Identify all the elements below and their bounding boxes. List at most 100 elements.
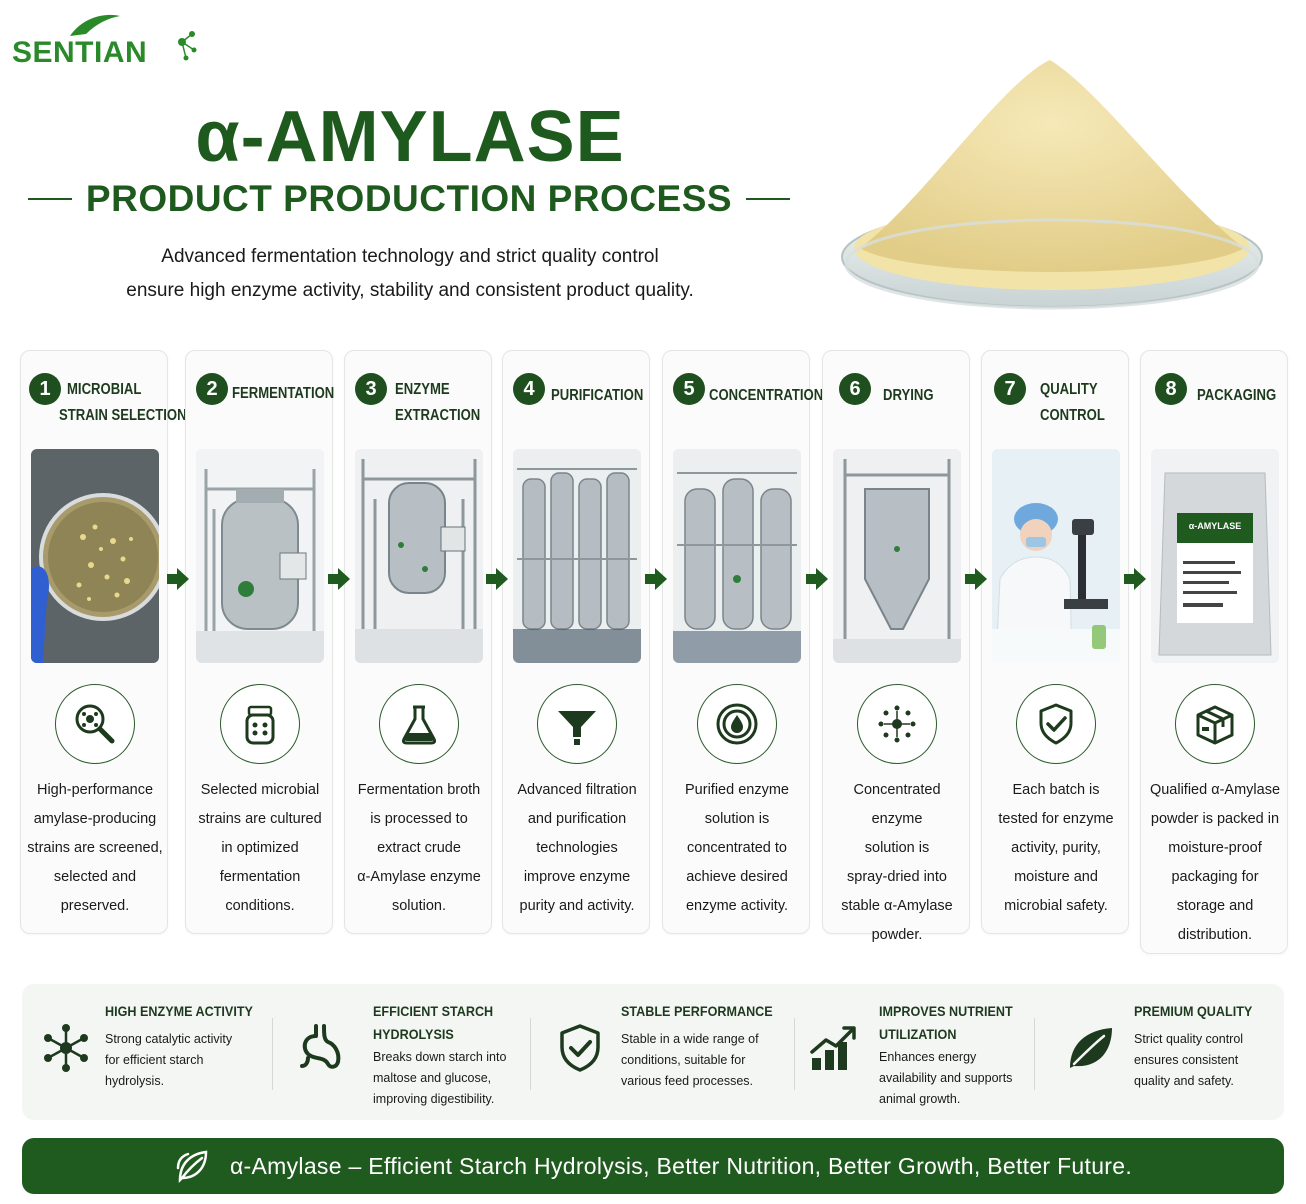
- benefit-text-line: for efficient starch: [105, 1053, 204, 1067]
- shield-check-icon: [1016, 684, 1096, 764]
- step-label-line-2: CONTROL: [1040, 407, 1105, 424]
- benefit-text-line: Strict quality control: [1134, 1032, 1244, 1046]
- step-label-line-1: MICROBIAL: [67, 381, 142, 398]
- step-card-packaging: 8 PACKAGING α-AMYLASE Qualified α-Amylas…: [1140, 350, 1288, 954]
- step-number: 4: [513, 373, 545, 405]
- step-description: High-performance amylase-producing strai…: [25, 776, 165, 921]
- desc-line: concentrated to: [687, 840, 787, 856]
- benefit-text-line: maltose and glucose,: [373, 1071, 492, 1085]
- desc-line: packaging for: [1171, 869, 1259, 885]
- package-label-text: α-AMYLASE: [1188, 521, 1242, 531]
- packaging-bag-photo: α-AMYLASE: [1151, 449, 1279, 663]
- step-number: 7: [994, 373, 1026, 405]
- step-number: 6: [839, 373, 871, 405]
- arrow-right-icon: [965, 568, 987, 590]
- benefit-text-line: quality and safety.: [1134, 1074, 1234, 1088]
- step-number: 3: [355, 373, 387, 405]
- concentration-equipment-photo: [673, 449, 801, 663]
- footer-slogan: α-Amylase – Efficient Starch Hydrolysis,…: [229, 1152, 1133, 1179]
- benefit-premium-quality: PREMIUM QUALITY Strict quality control e…: [1042, 984, 1284, 1120]
- desc-line: extract crude: [377, 840, 461, 856]
- benefit-divider: [530, 1018, 531, 1090]
- desc-line: strains are cultured: [198, 811, 322, 827]
- logo-text: SENTIAN: [12, 36, 148, 69]
- benefit-text-line: Stable in a wide range of: [621, 1032, 759, 1046]
- package-box-icon: [1175, 684, 1255, 764]
- desc-line: purity and activity.: [519, 898, 635, 914]
- petri-dish-photo: [31, 449, 159, 663]
- desc-line: in optimized: [221, 840, 299, 856]
- arrow-right-icon: [806, 568, 828, 590]
- benefit-divider: [794, 1018, 795, 1090]
- step-description: Fermentation broth is processed to extra…: [349, 776, 489, 921]
- extraction-equipment-photo: [355, 449, 483, 663]
- benefit-text-line: conditions, suitable for: [621, 1053, 746, 1067]
- benefit-text-line: animal growth.: [879, 1092, 961, 1106]
- benefit-title: HIGH ENZYME ACTIVITY: [105, 1003, 253, 1019]
- benefit-title: IMPROVES NUTRIENT UTILIZATION: [879, 1000, 1013, 1046]
- molecule-network-icon: [44, 1024, 88, 1072]
- desc-line: High-performance: [36, 782, 154, 798]
- desc-line: achieve desired: [686, 869, 788, 885]
- arrow-right-icon: [645, 568, 667, 590]
- growth-chart-icon: [810, 1026, 856, 1070]
- desc-line: Concentrated enzyme: [853, 782, 941, 827]
- concentric-drop-icon: [697, 684, 777, 764]
- desc-line: Qualified α-Amylase: [1149, 782, 1281, 798]
- benefit-divider: [1034, 1018, 1035, 1090]
- desc-line: microbial safety.: [1004, 898, 1108, 914]
- benefits-panel: HIGH ENZYME ACTIVITY Strong catalytic ac…: [22, 984, 1284, 1120]
- benefit-text-line: various feed processes.: [621, 1074, 754, 1088]
- logo-swoosh-icon: [70, 14, 197, 61]
- lab-technician-photo: [992, 449, 1120, 663]
- fermenter-photo: [196, 449, 324, 663]
- page-title: α-AMYLASE: [195, 97, 625, 177]
- desc-line: solution.: [391, 898, 446, 914]
- fermenter-tank-icon: [220, 684, 300, 764]
- purification-columns-photo: [513, 449, 641, 663]
- desc-line: powder is packed in: [1150, 811, 1280, 827]
- benefit-text: Strict quality control ensures consisten…: [1134, 1029, 1243, 1092]
- benefit-divider: [272, 1018, 273, 1090]
- desc-line: Each batch is: [1012, 782, 1100, 798]
- step-label-line-1: FERMENTATION: [232, 385, 335, 402]
- enzyme-powder-dish-image: [841, 60, 1263, 310]
- footer-banner: α-Amylase – Efficient Starch Hydrolysis,…: [22, 1138, 1284, 1194]
- step-label-line-2: EXTRACTION: [395, 407, 481, 424]
- step-card-concentration: 5 CONCENTRATION Purified enzyme solution…: [662, 350, 823, 934]
- step-label-line-1: DRYING: [883, 387, 934, 404]
- desc-line: technologies: [536, 840, 618, 856]
- benefit-text-line: improving digestibility.: [373, 1092, 495, 1106]
- benefit-high-enzyme-activity: HIGH ENZYME ACTIVITY Strong catalytic ac…: [22, 984, 272, 1120]
- desc-line: is processed to: [370, 811, 468, 827]
- desc-line: tested for enzyme: [998, 811, 1114, 827]
- leaves-icon: [176, 1150, 208, 1184]
- desc-line: fermentation: [219, 869, 301, 885]
- desc-line: distribution.: [1177, 927, 1253, 943]
- step-card-strain-selection: 1 MICROBIAL STRAIN SELECTION High-per: [20, 350, 187, 934]
- desc-line: conditions.: [225, 898, 295, 914]
- leaf-icon: [1070, 1028, 1112, 1068]
- arrow-right-icon: [1124, 568, 1146, 590]
- spray-dots-icon: [857, 684, 937, 764]
- desc-line: solution is: [704, 811, 770, 827]
- benefit-text-line: Enhances energy: [879, 1050, 977, 1064]
- benefit-text-line: Breaks down starch into: [373, 1050, 507, 1064]
- intro-line-1: Advanced fermentation technology and str…: [161, 246, 659, 267]
- subtitle-row: PRODUCT PRODUCTION PROCESS: [27, 176, 791, 222]
- desc-line: moisture-proof: [1168, 840, 1262, 856]
- desc-line: amylase-producing: [33, 811, 157, 827]
- step-label-line-1: PURIFICATION: [551, 387, 644, 404]
- benefit-text-line: Strong catalytic activity: [105, 1032, 233, 1046]
- desc-line: storage and: [1176, 898, 1254, 914]
- arrow-right-icon: [328, 568, 350, 590]
- desc-line: strains are screened,: [27, 840, 163, 856]
- desc-line: α-Amylase enzyme: [357, 869, 481, 885]
- desc-line: activity, purity,: [1011, 840, 1101, 856]
- benefit-title-line: UTILIZATION: [879, 1026, 957, 1042]
- subtitle-rule-left: [27, 198, 72, 200]
- benefit-text-line: ensures consistent: [1134, 1053, 1239, 1067]
- step-description: Selected microbial strains are cultured …: [190, 776, 330, 921]
- arrow-right-icon: [167, 568, 189, 590]
- desc-line: stable α-Amylase: [841, 898, 953, 914]
